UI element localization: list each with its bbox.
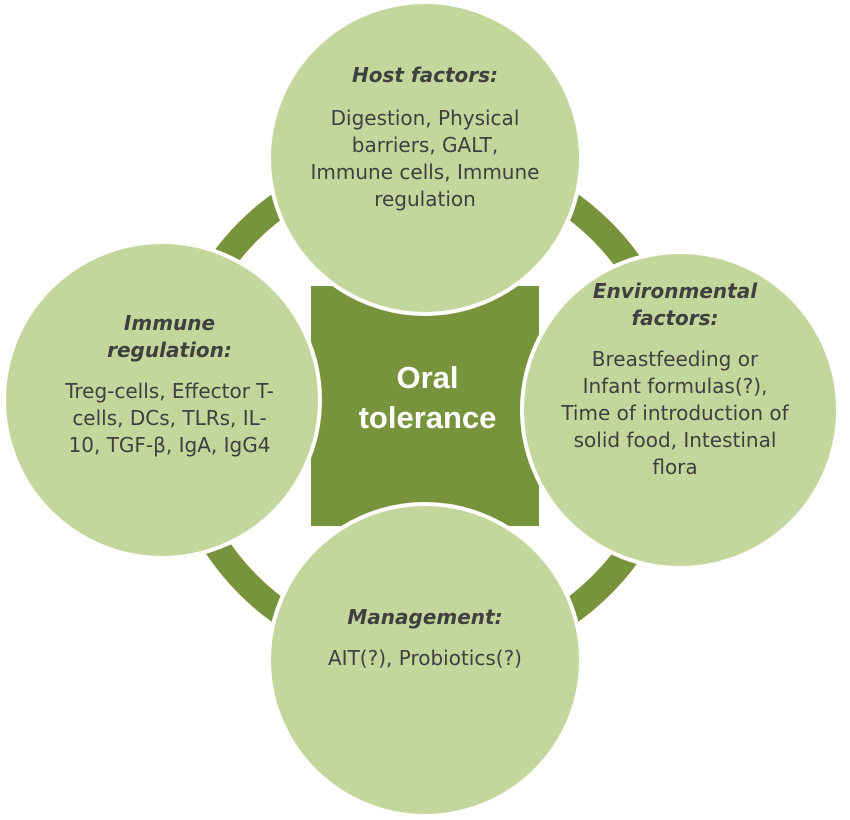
- node-title: Host factors:: [351, 63, 499, 87]
- node-title: Management:: [347, 605, 503, 629]
- node-host: Host factors: Digestion, Physical barrie…: [310, 62, 540, 213]
- node-environmental-circle: [520, 250, 840, 570]
- center-label: Oral tolerance: [358, 360, 497, 435]
- node-immune-circle: [2, 240, 322, 560]
- node-environmental: Environmental factors: Breastfeeding or …: [560, 278, 790, 481]
- node-body: AIT(?), Probiotics(?): [328, 646, 522, 670]
- center-shape: [311, 286, 539, 526]
- node-body: Treg-cells, Effector T-cells, DCs, TLRs,…: [65, 379, 274, 457]
- node-title: Environmental factors:: [592, 279, 758, 330]
- node-body: Breastfeeding or Infant formulas(?), Tim…: [561, 347, 789, 479]
- node-host-circle: [267, 0, 583, 316]
- node-title: Immune regulation:: [107, 311, 232, 362]
- node-body: Digestion, Physical barriers, GALT, Immu…: [310, 106, 540, 211]
- node-management-circle: [267, 502, 583, 818]
- node-immune: Immune regulation: Treg-cells, Effector …: [62, 310, 277, 459]
- node-management: Management: AIT(?), Probiotics(?): [320, 604, 530, 672]
